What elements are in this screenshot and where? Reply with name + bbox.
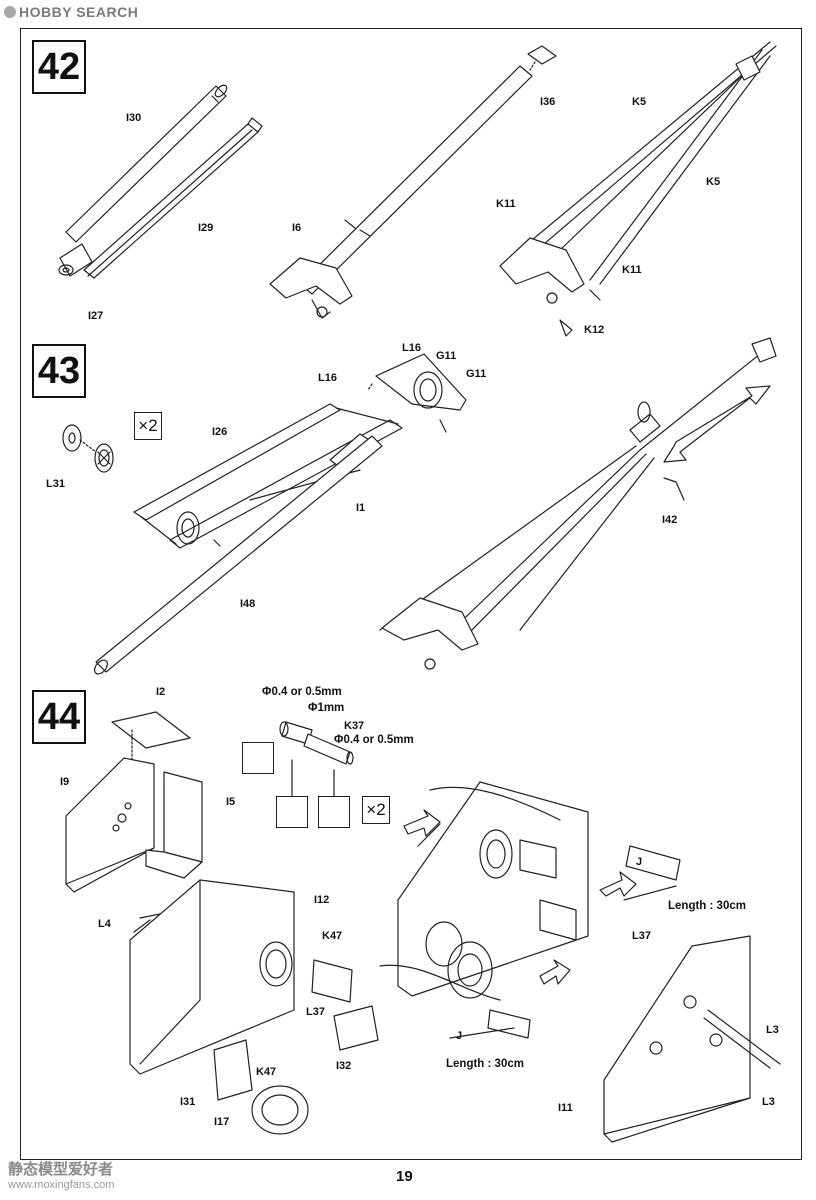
- step44-drawings: [65, 711, 781, 1143]
- hobby-search-logo-icon: [4, 6, 16, 18]
- quantity-multiplier-43: ×2: [134, 412, 162, 440]
- watermark-brand-text: HOBBY SEARCH: [19, 4, 139, 20]
- site-watermark-title: 静态模型爱好者: [8, 1161, 114, 1178]
- drill-size-note: Φ0.4 or 0.5mm: [334, 734, 414, 746]
- part-label: I6: [292, 222, 302, 234]
- part-label: I42: [662, 514, 678, 526]
- part-i27-hub: [58, 243, 93, 277]
- part-label: J: [636, 856, 643, 868]
- step-number-42: 42: [32, 40, 86, 94]
- drill-size-note: Φ0.4 or 0.5mm: [262, 686, 342, 698]
- part-label: I1: [356, 502, 366, 514]
- part-i2-plate: [111, 711, 191, 761]
- part-label: G11: [466, 368, 487, 380]
- part-i30-tube: [65, 84, 228, 243]
- part-label: I2: [156, 686, 166, 698]
- part-label: L4: [98, 918, 111, 930]
- part-label: I27: [88, 310, 104, 322]
- part-i12-housing: [129, 879, 379, 1135]
- part-label: I32: [336, 1060, 352, 1072]
- site-watermark-url: www.moxingfans.com: [8, 1179, 115, 1191]
- instruction-page-frame: [20, 28, 802, 1160]
- part-label: K37: [344, 720, 365, 732]
- wire-length-note: Length : 30cm: [668, 900, 746, 912]
- part-i48-pole: [93, 435, 383, 675]
- part-i6-pole-assembly: [269, 45, 557, 319]
- part-label: I5: [226, 796, 236, 808]
- part-label: I29: [198, 222, 214, 234]
- drill-detail-box-3: [318, 796, 350, 828]
- part-label: I26: [212, 426, 228, 438]
- part-label: I17: [214, 1116, 230, 1128]
- part-label: L37: [632, 930, 651, 942]
- part-label: I11: [558, 1102, 573, 1114]
- part-label: I48: [240, 598, 256, 610]
- step-number-43: 43: [32, 344, 86, 398]
- part-i9-side-plate: [65, 757, 155, 893]
- step42-drawings: [58, 41, 777, 337]
- part-i29-channel: [83, 117, 263, 279]
- part-k5-tripod: [499, 41, 777, 337]
- part-label: K5: [706, 176, 721, 188]
- part-label: I12: [314, 894, 330, 906]
- part-label: L16: [318, 372, 337, 384]
- part-label: K47: [322, 930, 343, 942]
- part-label: K12: [584, 324, 605, 336]
- wire-length-note: Length : 30cm: [446, 1058, 524, 1070]
- part-label: K5: [632, 96, 647, 108]
- part-large-rig-assembly: [379, 337, 777, 670]
- part-label: K11: [496, 198, 516, 210]
- part-label: K47: [256, 1066, 277, 1078]
- quantity-multiplier-44: ×2: [362, 796, 390, 824]
- drill-size-note: Φ1mm: [308, 702, 345, 714]
- part-i5-angle: [145, 771, 203, 879]
- part-k37-shaft: [279, 721, 354, 801]
- part-label: I9: [60, 776, 70, 788]
- part-label: L31: [46, 478, 65, 490]
- part-i11-assembly: [379, 781, 781, 1143]
- part-label: K11: [622, 264, 642, 276]
- part-label: L3: [762, 1096, 775, 1108]
- part-label: L37: [306, 1006, 325, 1018]
- part-label: J: [456, 1030, 463, 1042]
- part-l16-g11-bracket: [367, 353, 467, 433]
- step-number-44: 44: [32, 690, 86, 744]
- part-label: L3: [766, 1024, 779, 1036]
- drill-detail-box-2: [276, 796, 308, 828]
- page-number: 19: [396, 1168, 413, 1185]
- part-label: G11: [436, 350, 457, 362]
- step43-drawings: [62, 337, 777, 675]
- part-label: L16: [402, 342, 421, 354]
- part-label: I31: [180, 1096, 196, 1108]
- part-l31-wheel: [62, 424, 114, 473]
- part-label: I30: [126, 112, 142, 124]
- site-watermark: 静态模型爱好者 www.moxingfans.com: [8, 1158, 114, 1191]
- part-label: I36: [540, 96, 556, 108]
- drill-detail-box-1: [242, 742, 274, 774]
- hobby-search-watermark: HOBBY SEARCH: [4, 4, 138, 20]
